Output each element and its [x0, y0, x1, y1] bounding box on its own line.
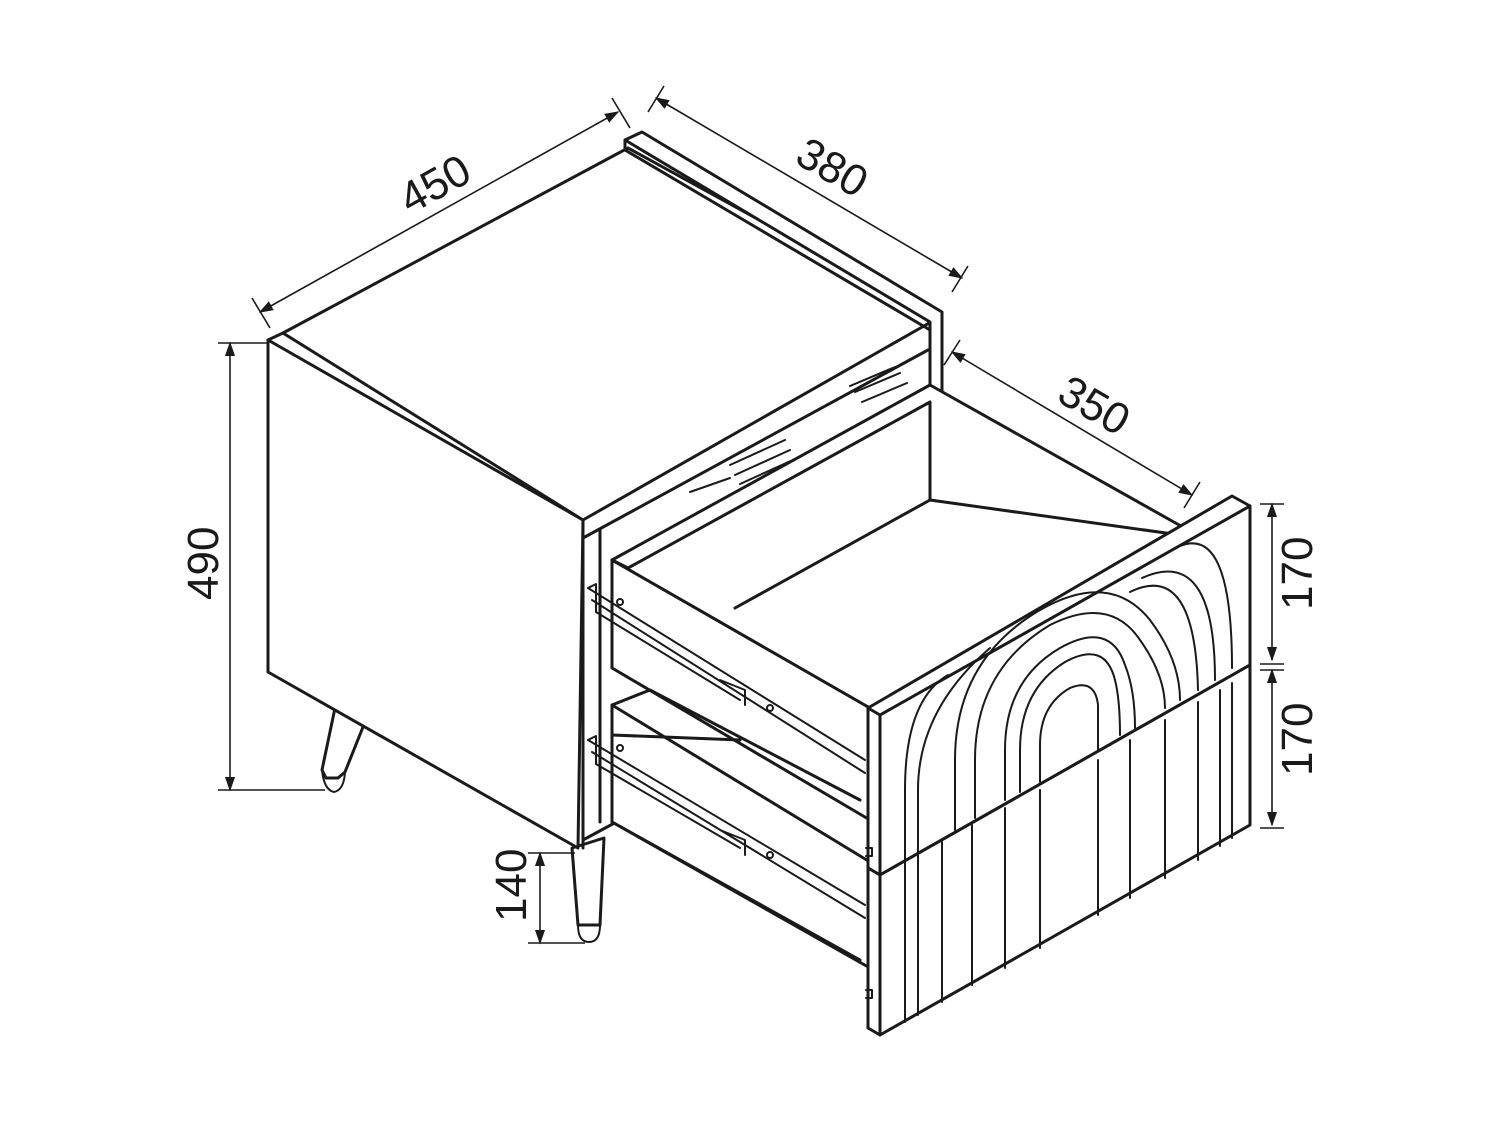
- dimension-height: 490: [179, 341, 325, 792]
- leg-height-label: 140: [487, 849, 536, 922]
- drawer-depth-label: 350: [1050, 366, 1138, 445]
- drawer-front-lower-label: 170: [1273, 703, 1322, 776]
- dimension-leg-height: 140: [487, 849, 585, 945]
- lower-drawer: [587, 688, 872, 970]
- drawer-front-upper-label: 170: [1273, 537, 1322, 610]
- depth-label: 380: [788, 128, 876, 207]
- height-label: 490: [179, 527, 228, 600]
- dimension-drawer-front-upper: 170: [1260, 502, 1322, 665]
- width-label: 450: [391, 145, 479, 223]
- dimension-drawer-front-lower: 170: [1260, 668, 1322, 829]
- lower-drawer-front: [865, 663, 1252, 1037]
- front-leg: [570, 836, 606, 943]
